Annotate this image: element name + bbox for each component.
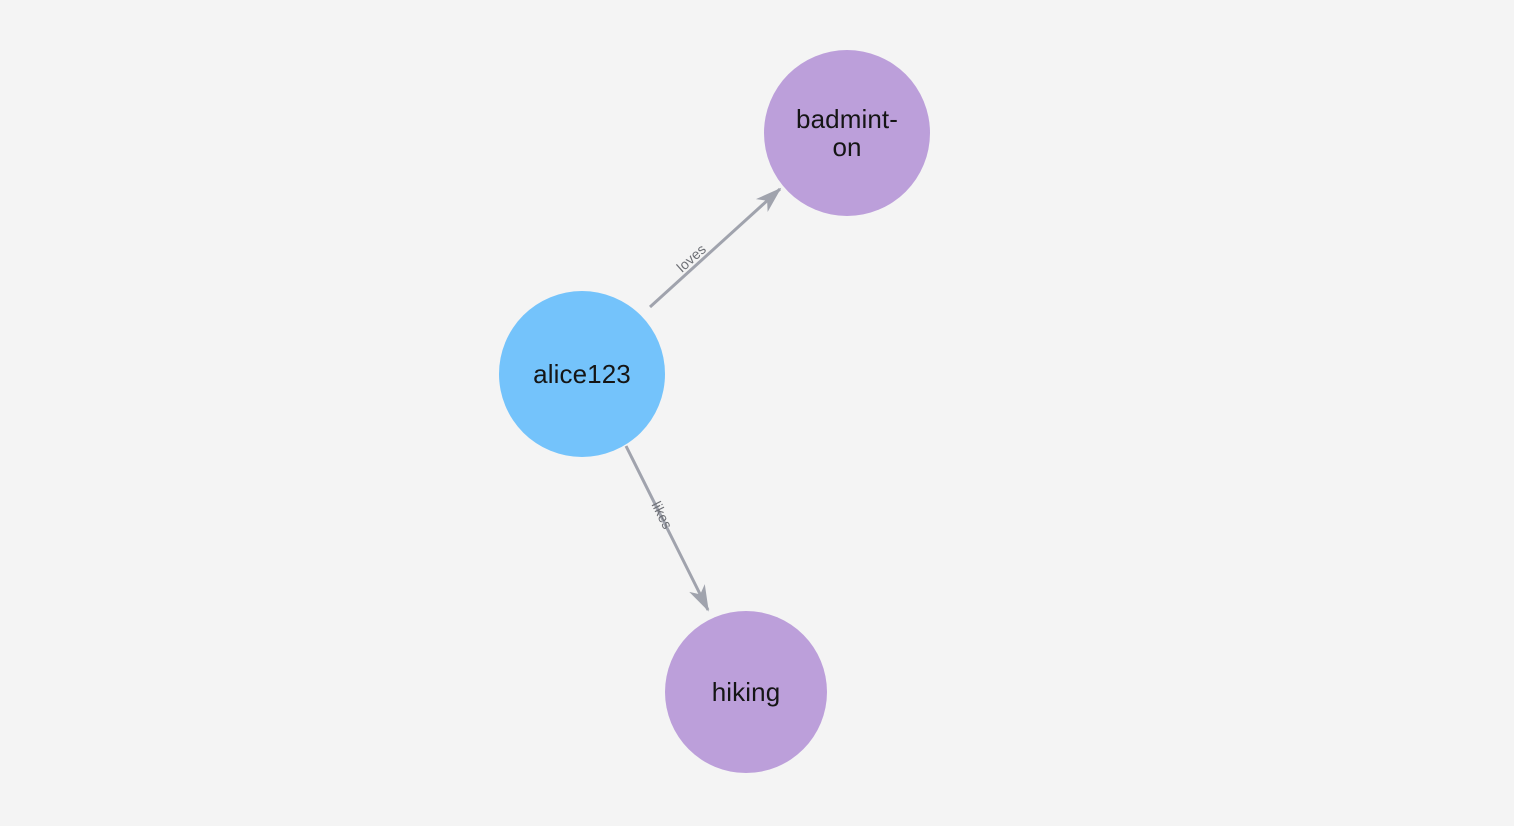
graph-edge-likes[interactable] bbox=[624, 445, 710, 612]
graph-node-hiking[interactable]: hiking bbox=[665, 611, 827, 773]
graph-node-label-alice123: alice123 bbox=[533, 359, 631, 389]
graph-edge-loves[interactable] bbox=[648, 187, 782, 309]
graph-node-label-hiking: hiking bbox=[711, 677, 781, 707]
graph-node-label-badminton: badmint- on bbox=[796, 104, 898, 162]
graph-node-badminton[interactable]: badmint- on bbox=[764, 50, 930, 216]
graph-node-alice123[interactable]: alice123 bbox=[499, 291, 665, 457]
